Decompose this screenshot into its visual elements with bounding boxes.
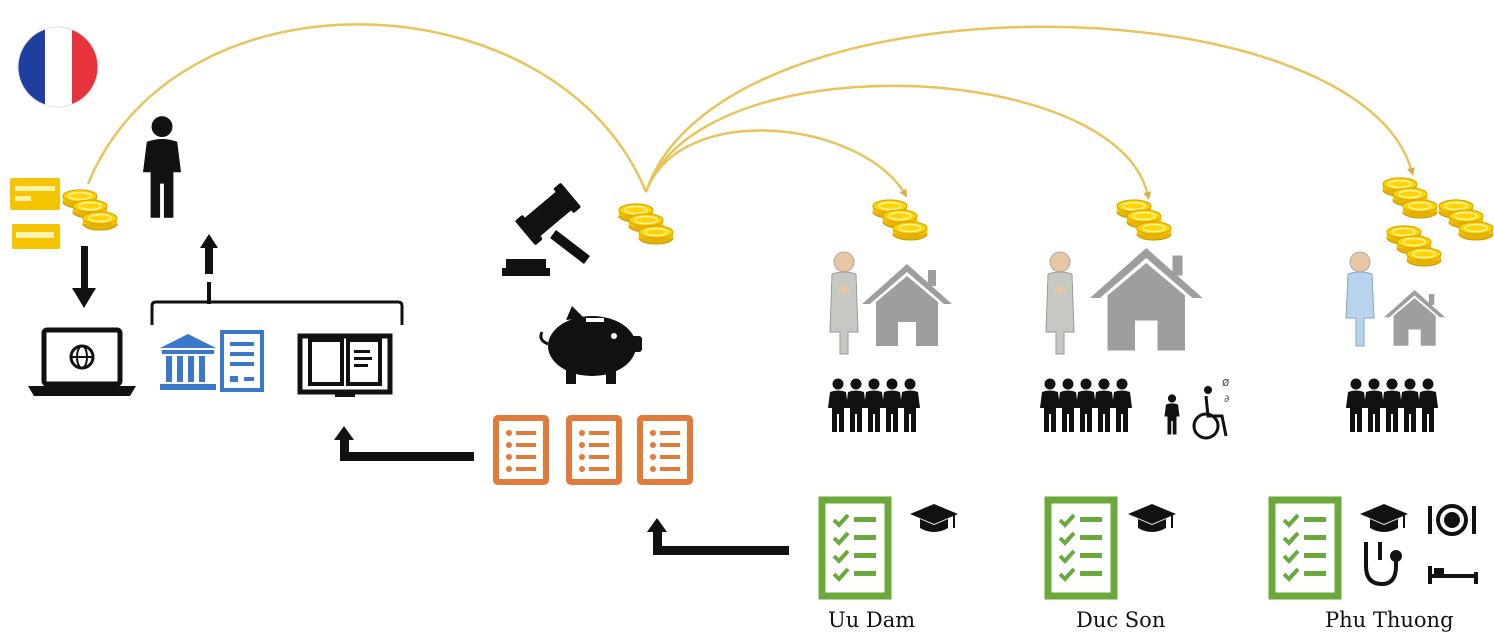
return-arrow-to-book: [334, 426, 474, 461]
piggy-bank-icon: [539, 306, 642, 384]
arc-to-duc-son: [644, 84, 1152, 200]
open-book-icon: [297, 333, 393, 397]
return-arrow-to-lists: [647, 518, 789, 555]
elderly-person-icon: [829, 251, 859, 355]
elderly-person-icon: [1345, 251, 1375, 347]
bracket: [150, 300, 404, 325]
bank-card-icon: [10, 178, 60, 249]
location-label-duc-son: Duc Son: [1076, 608, 1166, 632]
green-checklist-icon: [1272, 500, 1338, 596]
coins-icon: [1383, 178, 1437, 218]
arc-to-phu-thuong: [644, 25, 1415, 193]
location-label-uu-dam: Uu Dam: [828, 608, 916, 632]
wheelchair-icon: ø ∂: [1192, 375, 1229, 440]
laptop-globe-icon: [28, 327, 136, 396]
house-icon: [1090, 248, 1203, 351]
france-flag-icon: [17, 26, 99, 108]
elderly-person-icon: [1045, 251, 1075, 355]
svg-text:∂: ∂: [1224, 394, 1229, 405]
coins-icon: [1117, 200, 1171, 240]
family-icon: [828, 379, 920, 433]
up-arrow: [200, 234, 218, 304]
orange-list-icon: [640, 418, 690, 482]
coins-icon: [619, 204, 673, 244]
graduation-cap-icon: [1359, 503, 1409, 533]
down-arrow: [72, 246, 96, 308]
location-label-phu-thuong: Phu Thuong: [1325, 608, 1454, 632]
graduation-cap-icon: [909, 503, 959, 533]
person-icon: [143, 116, 181, 218]
child-icon: [1164, 394, 1180, 435]
svg-text:ø: ø: [1222, 375, 1229, 389]
house-icon: [862, 264, 952, 346]
arc-to-uu-dam: [644, 129, 908, 198]
coins-icon: [63, 190, 117, 230]
meal-icon: [1428, 504, 1476, 536]
gavel-icon: [502, 183, 590, 276]
orange-list-icon: [569, 418, 619, 482]
family-icon: [1040, 379, 1132, 433]
document-icon: [220, 330, 264, 392]
graduation-cap-icon: [1127, 503, 1177, 533]
arc-to-donor: [86, 23, 648, 193]
bed-icon: [1428, 566, 1478, 584]
green-checklist-icon: [1048, 500, 1114, 596]
family-icon: [1346, 379, 1438, 433]
green-checklist-icon: [822, 500, 888, 596]
bank-icon: [160, 334, 216, 390]
orange-list-icon: [496, 418, 546, 482]
coins-icon: [873, 200, 927, 240]
coins-icon: [1439, 200, 1493, 240]
coins-icon: [1387, 226, 1441, 266]
house-icon: [1384, 290, 1446, 346]
stethoscope-icon: [1364, 542, 1402, 587]
